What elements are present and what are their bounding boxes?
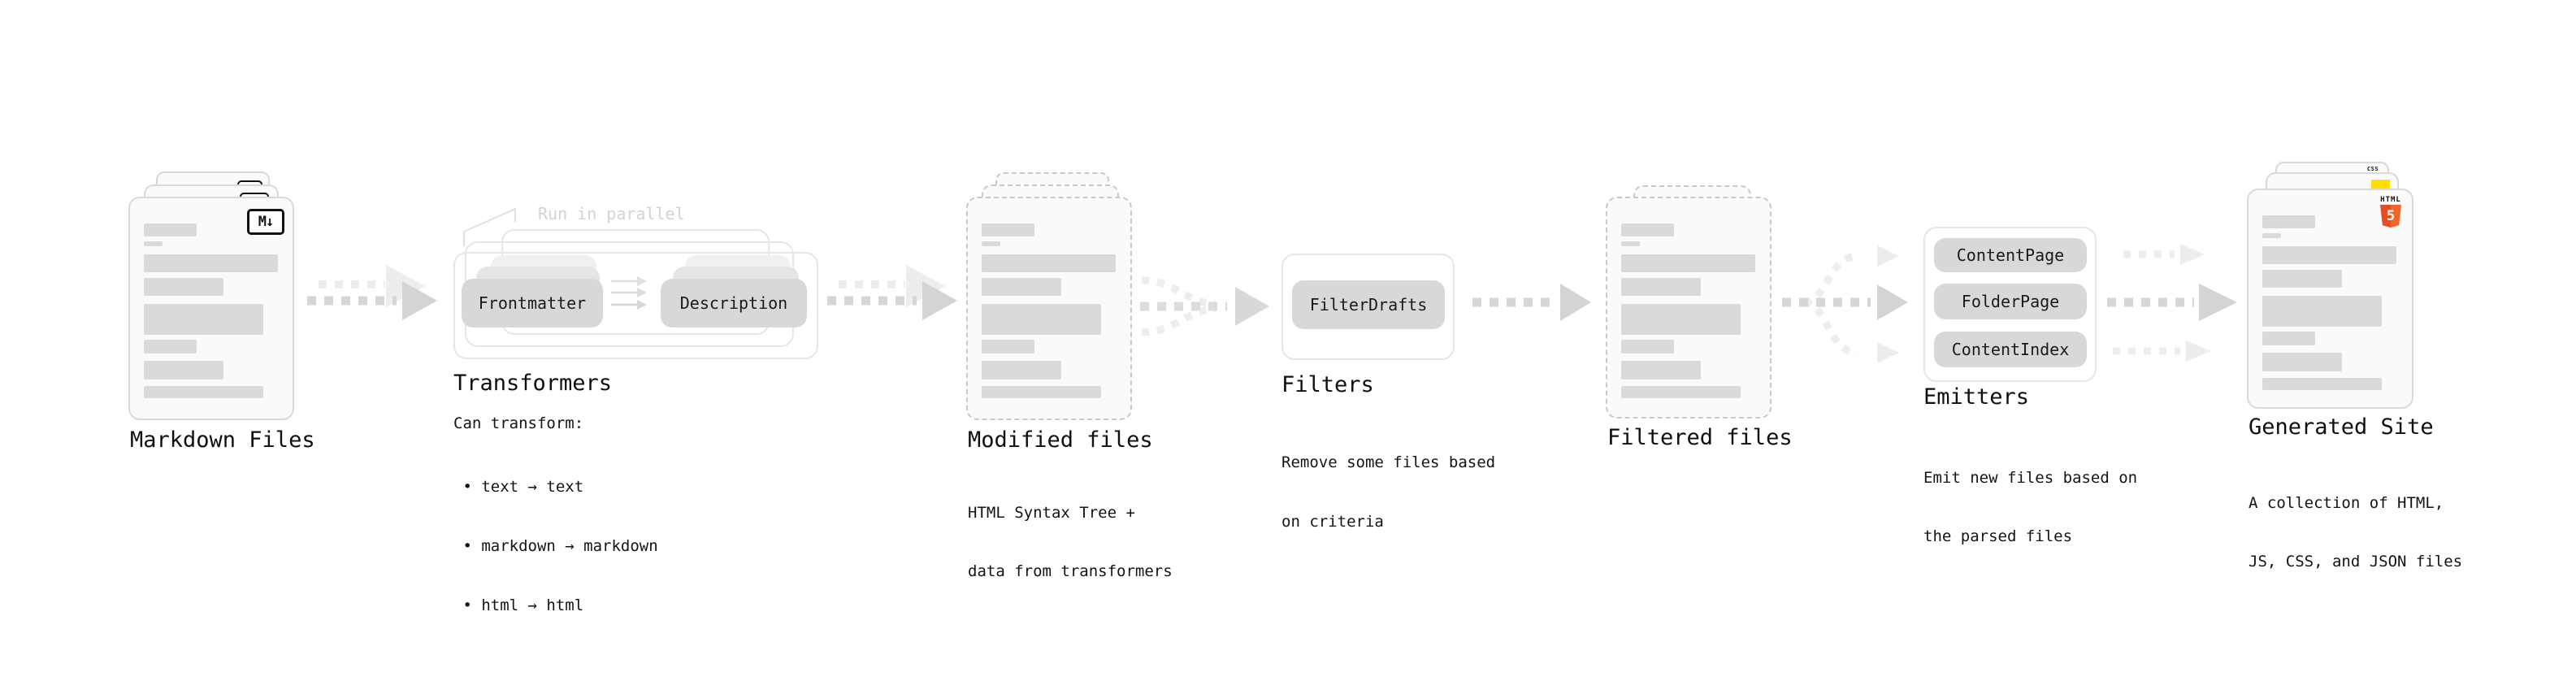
- transformer-box-front: [453, 252, 818, 359]
- filterdrafts-pill: FilterDrafts: [1292, 280, 1445, 329]
- text-line-bar: [1621, 278, 1701, 296]
- file-card-front: M↓: [128, 197, 294, 420]
- text-line-bar: [144, 386, 263, 398]
- caption-line: A collection of HTML,: [2249, 494, 2444, 512]
- caption-line: the parsed files: [1923, 527, 2073, 545]
- filtered-files-section: Filtered files: [1606, 185, 1817, 640]
- run-in-parallel-note: Run in parallel: [538, 204, 685, 223]
- flow-arrow-modified-to-filters: [1140, 276, 1269, 336]
- html5-label: HTML: [2380, 196, 2401, 204]
- html5-file-icon: HTML 5: [2380, 196, 2401, 228]
- flow-arrows-emitters-to-generated: [2107, 244, 2237, 362]
- caption-line: HTML Syntax Tree +: [968, 504, 1135, 522]
- transformers-section: Run in parallel Frontmatter Description …: [453, 203, 827, 614]
- section-title: Markdown Files: [130, 427, 315, 453]
- text-line-bar: [1621, 386, 1741, 398]
- text-line-bar: [2262, 378, 2382, 390]
- section-title: Filters: [1281, 372, 1374, 397]
- section-title: Filtered files: [1607, 425, 1793, 450]
- text-line-bar: [1621, 254, 1755, 272]
- text-line-bar: [1621, 241, 1640, 246]
- bullet-item: • markdown → markdown: [453, 537, 658, 555]
- section-caption: Emit new files based on the parsed files: [1923, 429, 2137, 585]
- text-line-bar: [144, 223, 197, 236]
- transform-bullet-list: • text → text • markdown → markdown • ht…: [453, 438, 658, 655]
- flow-arrow-filters-to-filtered: [1472, 284, 1591, 321]
- pill-arrows: [611, 276, 647, 310]
- text-line-bar: [982, 254, 1116, 272]
- section-caption: Can transform:: [453, 414, 584, 432]
- text-line-bar: [144, 278, 223, 296]
- text-line-bar: [2262, 332, 2315, 345]
- emitters-section: ContentPage FolderPage ContentIndex Emit…: [1923, 227, 2137, 545]
- folderpage-pill: FolderPage: [1934, 284, 2087, 319]
- text-line-bar: [144, 254, 278, 272]
- flow-arrow-transformers-to-modified: [827, 265, 957, 320]
- js-file-icon: [2371, 180, 2390, 189]
- section-title: Generated Site: [2249, 414, 2434, 440]
- caption-line: on criteria: [1281, 513, 1384, 531]
- text-line-bar: [2262, 270, 2342, 288]
- contentpage-pill: ContentPage: [1934, 238, 2087, 272]
- text-line-bar: [982, 386, 1101, 398]
- text-line-bar: [2262, 215, 2315, 228]
- text-line-bar: [1621, 223, 1674, 236]
- css-label: CSS: [2366, 166, 2379, 172]
- bullet-item: • text → text: [453, 478, 584, 496]
- caption-line: data from transformers: [968, 562, 1173, 580]
- text-line-bar: [2262, 296, 2382, 327]
- file-card-front: [1606, 197, 1772, 419]
- section-caption: A collection of HTML, JS, CSS, and JSON …: [2249, 454, 2462, 610]
- text-line-bar: [2262, 246, 2396, 264]
- bullet-item: • html → html: [453, 596, 584, 614]
- filters-section: FilterDrafts Filters Remove some files b…: [1281, 254, 1495, 531]
- text-line-bar: [144, 304, 263, 335]
- text-line-bar: [144, 241, 163, 246]
- section-caption: HTML Syntax Tree + data from transformer…: [968, 464, 1173, 620]
- caption-line: Emit new files based on: [1923, 469, 2138, 487]
- markdown-badge-icon: M↓: [247, 209, 284, 235]
- text-line-bar: [1621, 361, 1701, 380]
- flow-arrow-markdown-to-transformers: [307, 265, 437, 320]
- text-line-bar: [144, 361, 223, 380]
- text-line-bar: [982, 340, 1034, 354]
- generated-site-section: CSS HTML 5 Generated Site A collection o…: [2247, 162, 2474, 617]
- section-title: Modified files: [968, 427, 1153, 453]
- note-leader-line: [463, 207, 516, 246]
- modified-files-section: Modified files HTML Syntax Tree + data f…: [966, 172, 1177, 627]
- description-pill: Description: [661, 279, 807, 327]
- caption-line: JS, CSS, and JSON files: [2249, 553, 2463, 570]
- text-line-bar: [982, 223, 1034, 236]
- file-card-front: HTML 5: [2247, 189, 2413, 409]
- file-card-front: [966, 197, 1132, 420]
- text-line-bar: [2262, 353, 2342, 371]
- text-line-bar: [982, 304, 1101, 335]
- html5-number: 5: [2386, 208, 2396, 224]
- caption-line: Remove some files based: [1281, 453, 1496, 471]
- frontmatter-pill: Frontmatter: [462, 279, 603, 327]
- text-line-bar: [982, 241, 1000, 246]
- html5-shield: 5: [2380, 205, 2401, 228]
- flow-arrow-filtered-to-emitters: [1782, 245, 1908, 363]
- section-caption: Remove some files based on criteria: [1281, 414, 1495, 571]
- text-line-bar: [982, 361, 1061, 380]
- contentindex-pill: ContentIndex: [1934, 332, 2087, 367]
- section-title: Transformers: [453, 371, 613, 396]
- text-line-bar: [144, 340, 197, 354]
- markdown-files-section: M↓ M↓ M↓ Markdown Files: [128, 171, 340, 627]
- text-line-bar: [982, 278, 1061, 296]
- section-title: Emitters: [1923, 384, 2030, 410]
- text-line-bar: [1621, 340, 1674, 354]
- text-line-bar: [2262, 233, 2281, 238]
- text-line-bar: [1621, 304, 1741, 335]
